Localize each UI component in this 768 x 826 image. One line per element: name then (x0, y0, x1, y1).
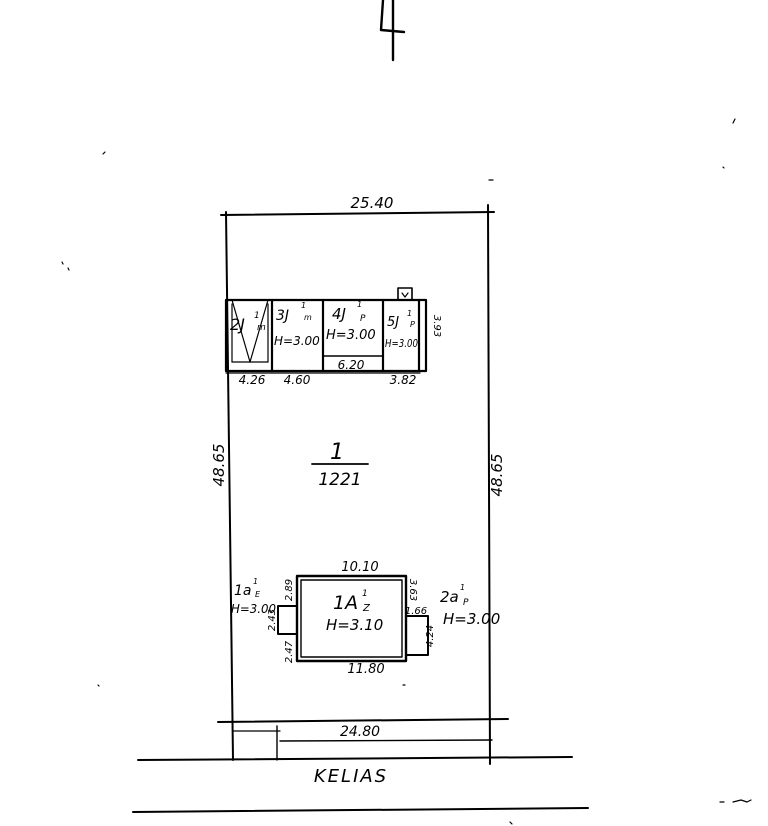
outbuilding-3-height: H=3.00 (274, 334, 320, 348)
svg-text:E: E (255, 590, 261, 599)
outbuilding-5-depth: 3.93 (431, 315, 442, 337)
house-bottom-dimension: 11.80 (347, 662, 384, 677)
scan-specks (61, 118, 752, 825)
plot-boundary (217, 204, 509, 765)
svg-text:4J: 4J (332, 305, 346, 323)
svg-text:2J: 2J (230, 315, 245, 334)
main-house-outline (277, 574, 429, 663)
svg-text:1: 1 (407, 309, 412, 318)
svg-text:1: 1 (362, 589, 368, 599)
outbuilding-4-height: H=3.00 (326, 328, 376, 343)
outbuilding-5-width: 3.82 (390, 373, 417, 387)
svg-text:m: m (304, 313, 312, 322)
top-dimension: 25.40 (351, 194, 394, 212)
outbuilding-4-width: 6.20 (338, 358, 365, 372)
svg-text:2a: 2a (440, 588, 459, 606)
outbuilding-4-label: 4J 1 P (332, 300, 366, 324)
lot-area: 1221 (318, 470, 361, 490)
porch-right-height: H=3.00 (443, 610, 500, 628)
right-dimension: 48.65 (488, 454, 506, 497)
house-right-porch-dimension: 1.66 (405, 606, 427, 617)
porch-left-height: H=3.00 (231, 602, 276, 616)
outbuilding-2-width: 4.26 (239, 373, 266, 387)
svg-text:1: 1 (357, 300, 362, 309)
svg-text:1: 1 (253, 577, 258, 586)
svg-text:P: P (410, 320, 415, 329)
svg-text:Z: Z (362, 603, 371, 614)
house-left-porch-dimension: 2.43 (267, 609, 278, 631)
outbuildings-row (224, 287, 428, 374)
svg-text:1a: 1a (234, 583, 252, 599)
house-label: 1A 1 Z (333, 589, 371, 614)
house-top-dimension: 10.10 (341, 560, 378, 575)
svg-text:1: 1 (301, 301, 306, 310)
porch-left-label: 1a 1 E (234, 577, 261, 599)
house-left-side-dimension: 2.89 (284, 579, 295, 601)
left-dimension: 48.65 (210, 444, 228, 487)
house-left-side-dimension-2: 2.47 (284, 640, 295, 663)
svg-text:1: 1 (254, 311, 260, 321)
house-height: H=3.10 (326, 616, 383, 634)
house-right-porch-dimension-2: 4.24 (425, 625, 436, 647)
svg-text:5J: 5J (387, 315, 399, 330)
porch-right-label: 2a 1 P (440, 583, 469, 608)
svg-text:P: P (463, 598, 469, 608)
outbuilding-2-label: 2J 1 m (230, 311, 266, 334)
lot-number: 1 (330, 440, 344, 465)
outbuilding-3-label: 3J 1 m (276, 301, 312, 324)
svg-text:1: 1 (460, 583, 465, 592)
outbuilding-5-label: 5J 1 P (387, 309, 415, 330)
svg-text:1A: 1A (333, 592, 358, 614)
svg-text:3J: 3J (276, 308, 289, 324)
house-right-side-dimension: 3.63 (407, 579, 418, 601)
north-arrow-icon (379, 0, 406, 62)
road-label: KELIAS (314, 766, 388, 787)
svg-text:P: P (360, 314, 366, 324)
outbuilding-3-width: 4.60 (284, 373, 311, 387)
bottom-dimension: 24.80 (340, 724, 380, 740)
svg-text:m: m (257, 323, 266, 333)
outbuilding-5-height: H=3.00 (385, 337, 418, 350)
road-lines (132, 756, 589, 813)
